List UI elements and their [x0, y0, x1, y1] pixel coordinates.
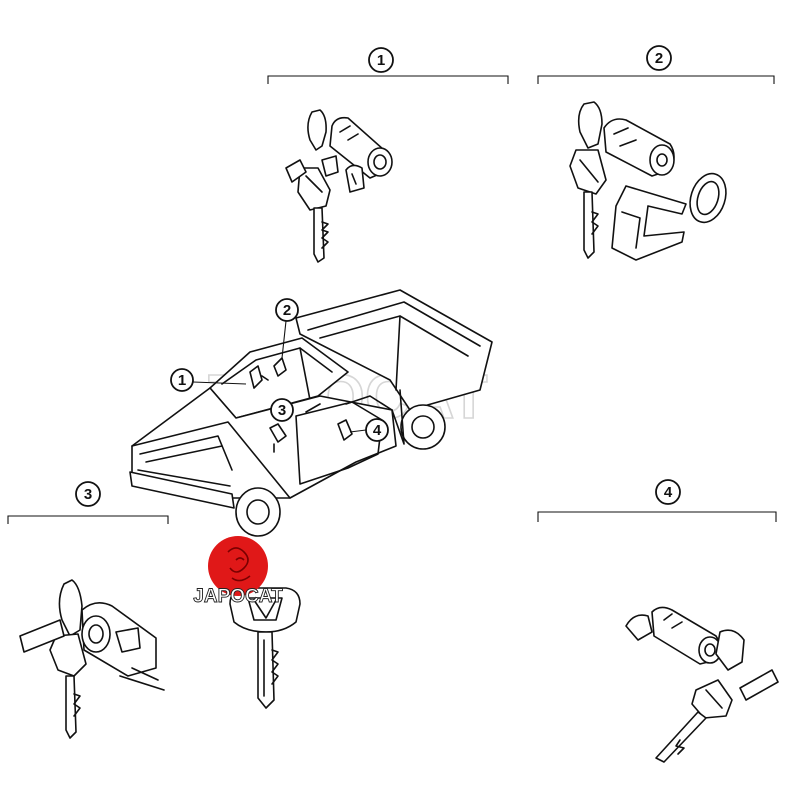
group-3-lock-cylinder-icon	[19, 602, 165, 691]
group-3-number-circle	[75, 481, 101, 507]
group-1-number-circle	[368, 47, 394, 73]
group-2-lock-cylinder-icon	[603, 118, 675, 177]
group-3-key-icon	[49, 579, 87, 739]
group-4-key-icon	[655, 629, 745, 763]
callout-4-number: 4	[373, 422, 382, 439]
group-1-ignition-cylinder-set: 1	[267, 47, 509, 263]
callout-2-number: 2	[283, 302, 291, 319]
group-2-door-cylinder-set: 2	[537, 45, 775, 261]
callout-3-circle	[270, 398, 294, 422]
group-2-number: 2	[655, 50, 663, 67]
logo-text: JAPOCAT	[193, 586, 283, 607]
group-4-lock-cylinder-icon	[625, 606, 779, 701]
group-4-bracket	[537, 511, 777, 522]
group-2-number-circle	[646, 45, 672, 71]
master-key-icon	[229, 587, 301, 709]
group-1-key-icon	[285, 109, 331, 263]
group-4-number: 4	[664, 484, 673, 501]
callout-1-number: 1	[178, 372, 186, 389]
group-1-bracket	[267, 75, 509, 84]
group-2-key-icon	[569, 101, 607, 259]
callout-4: 4	[337, 418, 389, 442]
callout-2: 2	[273, 298, 299, 377]
japocat-logo: JAPOCAT	[193, 536, 284, 607]
group-3-bracket	[7, 515, 169, 524]
callout-3: 3	[269, 398, 294, 453]
group-3-number: 3	[84, 486, 92, 503]
group-2-retainer-clip-icon	[611, 185, 687, 261]
pickup-truck-drawing	[129, 289, 493, 537]
callout-1-circle	[170, 368, 194, 392]
group-4-tailgate-cylinder-set: 4	[537, 479, 779, 763]
callout-1: 1	[170, 365, 269, 392]
group-1-number: 1	[377, 52, 385, 69]
callout-2-circle	[275, 298, 299, 322]
group-4-number-circle	[655, 479, 681, 505]
group-1-lock-cylinder-icon	[321, 116, 393, 193]
group-3-ignition-set: 3	[7, 481, 169, 739]
group-2-gasket-icon	[689, 172, 727, 224]
group-2-bracket	[537, 75, 775, 84]
callout-3-number: 3	[278, 402, 286, 419]
logo-badge-icon	[208, 536, 268, 596]
